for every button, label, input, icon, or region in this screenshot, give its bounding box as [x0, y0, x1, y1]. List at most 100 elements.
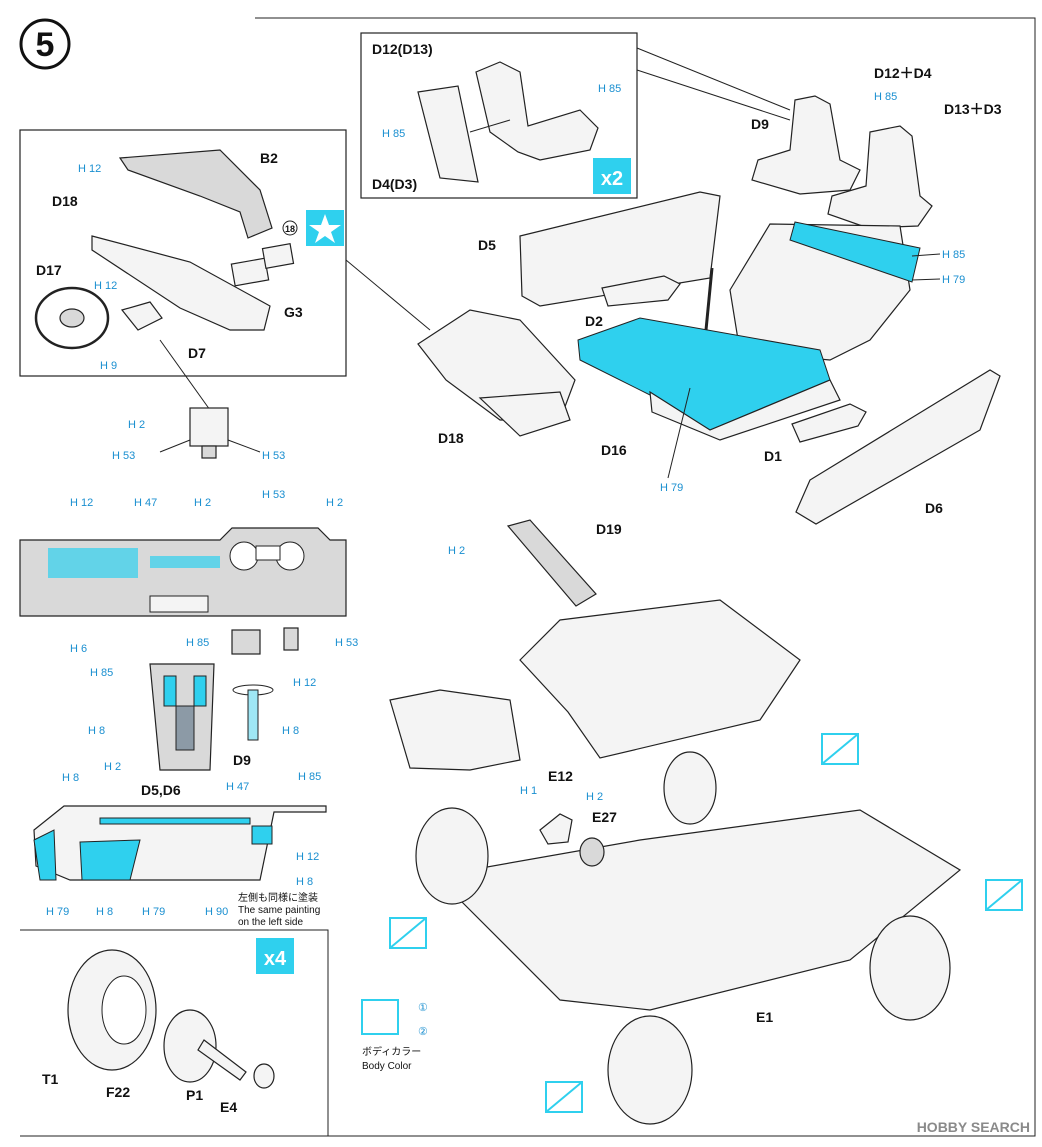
decal-18: 18 [285, 224, 295, 234]
paint-h90: H 90 [205, 906, 228, 918]
paint-h2-console: H 2 [104, 761, 121, 773]
paint-h85-cabin: H 85 [942, 249, 965, 261]
part-d19 [506, 519, 597, 607]
paint-h85-door: H 85 [298, 771, 321, 783]
paint-h12-d17: H 12 [94, 280, 117, 292]
part-d17-wheel [34, 286, 110, 350]
part-g3 [230, 257, 270, 287]
x2-label: x2 [601, 168, 623, 190]
label-e27: E27 [592, 809, 617, 825]
label-b2: B2 [260, 150, 278, 166]
x4-badge [256, 938, 294, 974]
label-d2: D2 [585, 313, 603, 329]
paint-h47-door: H 47 [226, 781, 249, 793]
dashboard-paint-guide: H 12 H 47 H 2 H 53 H 2 H 6 H 85 H 53 H 1… [19, 489, 358, 689]
paint-h79-cabin: H 79 [942, 274, 965, 286]
seats-assembled: D12＋D4 H 85 D13＋D3 [751, 65, 1002, 229]
label-g3: G3 [284, 304, 303, 320]
label-d9-top: D9 [751, 116, 769, 132]
label-d18-inset: D18 [52, 193, 78, 209]
decal-18-panel [261, 243, 295, 269]
body-color-jp: ボディカラー [362, 1045, 421, 1058]
dash-inset: 18 B2 H 12 D18 D17 H 12 H 9 D7 G3 [19, 129, 347, 377]
star-icon [309, 214, 341, 243]
part-f22-rim [163, 1009, 217, 1083]
label-d7: D7 [188, 345, 206, 361]
part-b2 [118, 149, 273, 239]
paint-h85-seat: H 85 [598, 83, 621, 95]
cabin-assembly: D9 D5 D2 D18 D16 D1 D6 H 85 H 79 H 79 [417, 116, 1001, 525]
paint-h2-d19: H 2 [448, 545, 465, 557]
option-2: ② [418, 1026, 428, 1038]
part-d1 [791, 403, 867, 443]
label-e1: E1 [756, 1009, 773, 1025]
label-d16: D16 [601, 442, 627, 458]
paint-h9: H 9 [100, 360, 117, 372]
paint-h85-d12d4: H 85 [874, 91, 897, 103]
paint-h8-d9: H 8 [282, 725, 299, 737]
label-d12-d13: D12(D13) [372, 41, 433, 57]
wheel-front-left [415, 807, 489, 905]
note-left-side-en2: on the left side [238, 917, 303, 928]
x2-badge [593, 158, 631, 194]
label-d17: D17 [36, 262, 62, 278]
seat-back-panel-d4 [417, 85, 479, 183]
paint-h79-door-bottom: H 79 [142, 906, 165, 918]
step-number: 5 [36, 26, 55, 64]
seat-inset: x2 D12(D13) D4(D3) H 85 H 85 [360, 32, 638, 199]
label-f22: F22 [106, 1084, 130, 1100]
part-d7 [120, 301, 163, 331]
paint-h2-e27: H 2 [586, 791, 603, 803]
note-left-side-jp: 左側も同様に塗装 [238, 891, 318, 904]
label-d9-lower: D9 [233, 752, 251, 768]
paint-h79-floor: H 79 [660, 482, 683, 494]
door-paint-guide: H 8 H 47 H 85 H 12 H 8 H 79 H 8 H 79 H 9… [33, 771, 327, 928]
label-e4: E4 [220, 1099, 237, 1115]
label-t1: T1 [42, 1071, 59, 1087]
paint-h1-e12: H 1 [520, 785, 537, 797]
watermark: HOBBY SEARCH [917, 1119, 1030, 1135]
paint-h53-dash: H 53 [262, 489, 285, 501]
paint-h6: H 6 [70, 643, 87, 655]
seat-d12 [475, 61, 599, 161]
column-detail: H 2 H 53 H 53 [112, 407, 285, 462]
label-d5-top: D5 [478, 237, 496, 253]
paint-h2-column: H 2 [128, 419, 145, 431]
part-d18-inset [91, 235, 271, 331]
label-d6: D6 [925, 500, 943, 516]
label-d1: D1 [764, 448, 782, 464]
note-left-side-en1: The same painting [238, 905, 320, 916]
paint-h8-door-bottom: H 8 [96, 906, 113, 918]
paint-h2-dash-right: H 2 [326, 497, 343, 509]
part-d6 [795, 369, 1001, 525]
body-color-en: Body Color [362, 1061, 412, 1072]
paint-h85-console: H 85 [90, 667, 113, 679]
paint-h12-b2: H 12 [78, 163, 101, 175]
part-p1 [197, 1039, 247, 1081]
engine [389, 689, 521, 771]
label-d4-d3: D4(D3) [372, 176, 417, 192]
label-e12: E12 [548, 768, 573, 784]
paint-h12-dash: H 12 [70, 497, 93, 509]
label-d12-d4: D12＋D4 [874, 65, 932, 81]
console-paint-guide: H 85 H 8 H 2 H 8 D9 D5,D6 [88, 663, 299, 798]
paint-h53-dash-bottom: H 53 [335, 637, 358, 649]
x4-label: x4 [264, 948, 287, 970]
paint-h8-door: H 8 [62, 772, 79, 784]
part-d2 [601, 275, 681, 307]
body-tub [519, 599, 801, 759]
part-e4 [253, 1063, 275, 1089]
wheel-front-right [607, 1015, 693, 1125]
wheel-rear-right [869, 915, 951, 1021]
paint-h53-column-right: H 53 [262, 450, 285, 462]
rear-shelf-blue [789, 221, 921, 283]
wheel-inset: x4 T1 F22 P1 E4 [20, 929, 329, 1137]
paint-h79-door-left: H 79 [46, 906, 69, 918]
paint-h12-pedal: H 12 [293, 677, 316, 689]
paint-h12-door: H 12 [296, 851, 319, 863]
part-d18-main [417, 309, 576, 421]
paint-h8-door-right: H 8 [296, 876, 313, 888]
label-d19: D19 [596, 521, 622, 537]
paint-h85-dash-bottom: H 85 [186, 637, 209, 649]
paint-h2-dash: H 2 [194, 497, 211, 509]
